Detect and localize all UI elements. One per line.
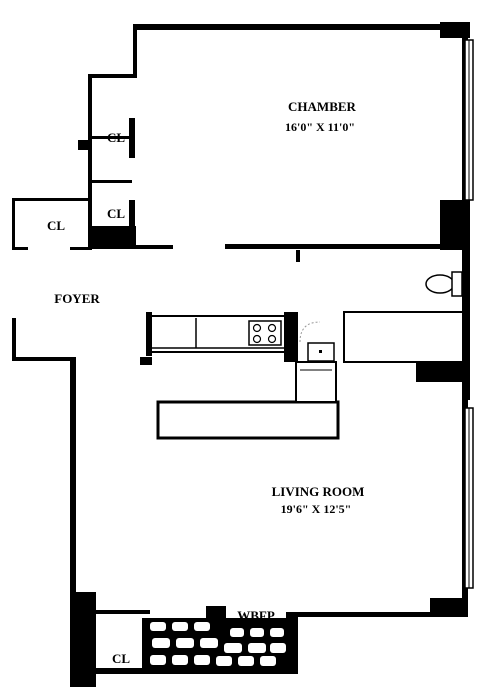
bathroom bbox=[296, 250, 470, 400]
wbfp-label: WBFP bbox=[237, 608, 275, 623]
chamber-walls bbox=[78, 22, 474, 250]
chamber-label: CHAMBER bbox=[288, 99, 357, 114]
kitchen bbox=[146, 312, 340, 440]
sink-icon bbox=[307, 342, 335, 362]
closet-label-upper: CL bbox=[107, 130, 125, 145]
foyer-label: FOYER bbox=[54, 291, 100, 306]
living-room-label: LIVING ROOM bbox=[272, 484, 365, 499]
stove-icon bbox=[248, 320, 282, 346]
foyer-closet-walls bbox=[12, 198, 88, 250]
chamber-dimensions: 16'0" X 11'0" bbox=[285, 120, 355, 134]
foyer-walls bbox=[12, 318, 152, 597]
closet-label-foyer: CL bbox=[47, 218, 65, 233]
toilet-icon bbox=[425, 271, 463, 297]
closet-label-living: CL bbox=[112, 651, 130, 666]
living-room-dimensions: 19'6" X 12'5" bbox=[281, 502, 352, 516]
closet-label-lower: CL bbox=[107, 206, 125, 221]
fireplace-brick-pattern bbox=[142, 618, 292, 670]
